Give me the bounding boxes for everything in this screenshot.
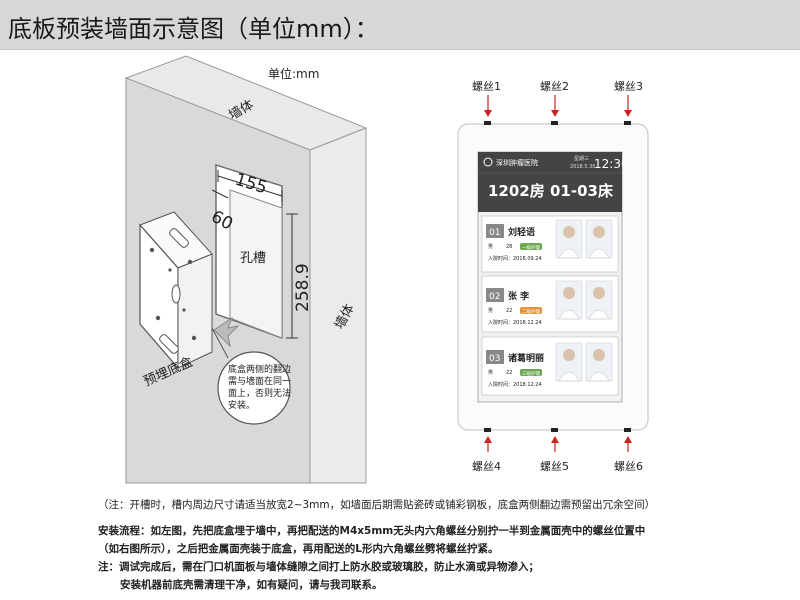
unit-label: 单位:mm	[268, 66, 319, 81]
screen-date: 2018.5.30	[570, 164, 595, 170]
arrow-screw-2	[551, 95, 559, 117]
patient-gender: 男	[488, 308, 493, 314]
screen-header	[478, 152, 622, 212]
page-title: 底板预装墙面示意图（单位mm）：	[8, 15, 379, 43]
care-level-tag: 三级护理	[522, 370, 540, 377]
arrow-screw-6	[624, 436, 632, 452]
screen-weekday: 星期三	[574, 156, 589, 162]
wall-hole-inner	[229, 189, 283, 339]
screw-1-label: 螺丝1	[472, 80, 501, 93]
patient-card-1: 01 刘轻语 男 28 一级护理 入院时间：2018.09.24	[481, 215, 619, 273]
patient-name: 张 李	[508, 290, 530, 302]
screw-6-label: 螺丝6	[614, 460, 643, 473]
screw-5-label: 螺丝5	[540, 460, 569, 473]
room-title: 1202房 01-03床	[488, 182, 614, 200]
callout-line-2: 需与墙面在同一	[228, 375, 291, 387]
patient-name: 诸葛明丽	[508, 352, 544, 364]
dim-height-label: 258.9	[293, 263, 313, 312]
bed-number: 02	[489, 292, 500, 302]
arrow-screw-4	[484, 436, 492, 452]
callout-line-4: 安装。	[228, 399, 255, 411]
patient-card-3: 03 诸葛明丽 男 22 三级护理 入院时间：2018.12.24	[481, 336, 619, 396]
screen-time: 12:30	[594, 157, 629, 171]
arrow-screw-1	[484, 95, 492, 117]
bed-number: 01	[489, 228, 500, 238]
note-line-5: 安装机器前底壳需清理干净，如有疑问，请与我司联系。	[120, 579, 383, 591]
patient-age: 22	[506, 370, 512, 376]
patient-gender: 男	[488, 244, 493, 250]
arrow-screw-5	[551, 436, 559, 452]
wall-side-face	[309, 127, 367, 484]
note-line-3: （如右图所示），之后把金属面壳装于底盒，再用配送的L形内六角螺丝劈将螺丝拧紧。	[98, 543, 499, 555]
dim-width-line	[217, 175, 283, 197]
admit-date: 入院时间：2018.12.24	[488, 381, 542, 388]
hospital-name: 深圳肿瘤医院	[496, 158, 538, 167]
care-level-tag: 一级护理	[522, 244, 540, 251]
insert-arrow	[213, 316, 240, 348]
arrow-screw-3	[624, 95, 632, 117]
callout-line-1: 底盒两侧的翻边	[228, 363, 291, 375]
admit-date: 入院时间：2018.09.24	[488, 255, 542, 262]
screw-3-label: 螺丝3	[614, 80, 643, 93]
patient-card-2: 02 张 李 男 22 二级护理 入院时间：2018.12.24	[481, 275, 619, 333]
note-line-1: （注：开槽时，槽内周边尺寸请适当放宽2~3mm，如墙面后期需贴瓷砖或铺彩钢板，底…	[98, 499, 656, 511]
callout-line-3: 面上，否则无法	[228, 387, 291, 399]
callout-bubble	[217, 351, 291, 425]
patient-name: 刘轻语	[508, 226, 535, 238]
hole-label: 孔槽	[240, 251, 266, 266]
embedded-backbox	[139, 211, 213, 370]
note-line-4: 注：调试完成后，需在门口机面板与墙体缝隙之间打上防水胶或玻璃胶，防止水滴或异物渗…	[98, 561, 539, 573]
care-level-tag: 二级护理	[522, 308, 540, 315]
patient-age: 22	[506, 308, 512, 314]
note-line-2: 安装流程：如左图，先把底盒埋于墙中，再把配送的M4x5mm无头内六角螺丝分别拧一…	[98, 525, 646, 537]
left-wall-diagram: 孔槽 155 60 258.9 墙体 墙体 单位:mm	[124, 55, 368, 484]
dim-depth-line	[211, 189, 229, 199]
hospital-logo-icon	[483, 157, 493, 167]
screw-2-label: 螺丝2	[540, 80, 569, 93]
right-panel-diagram: 螺丝1 螺丝2 螺丝3 深圳肿瘤医院 星期三 2018.5.30 12:30 1…	[457, 80, 649, 473]
patient-age: 28	[506, 244, 512, 250]
screw-4-label: 螺丝4	[472, 460, 501, 473]
admit-date: 入院时间：2018.12.24	[488, 319, 542, 326]
patient-gender: 男	[488, 370, 493, 376]
bed-number: 03	[489, 354, 500, 364]
title-bar: 底板预装墙面示意图（单位mm）：	[0, 0, 800, 50]
